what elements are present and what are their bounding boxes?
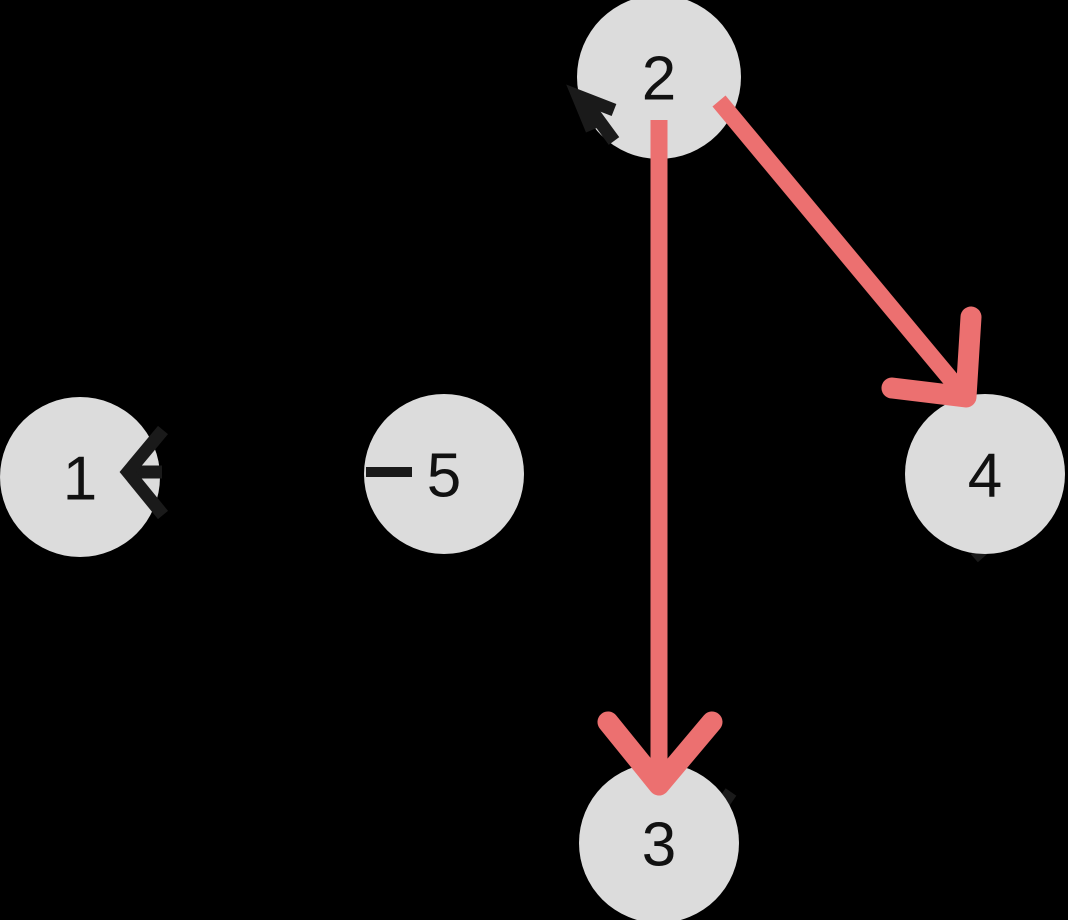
edge-arrow-into-1 — [119, 425, 169, 520]
arrowhead-edge-2-3 — [597, 711, 723, 796]
edge-2-4[interactable] — [712, 95, 982, 408]
node-circle-5[interactable] — [364, 394, 524, 554]
arrowhead-out-node-2 — [566, 84, 617, 133]
edge-shaft — [712, 95, 970, 400]
node-label-group: 1 2 3 4 5 — [63, 45, 1002, 880]
node-circle-1[interactable] — [0, 397, 160, 557]
node-circle-4[interactable] — [905, 394, 1065, 554]
node-circle-3[interactable] — [579, 763, 739, 920]
node-label-2: 2 — [642, 45, 676, 114]
arrowhead-edge-2-4 — [881, 306, 982, 408]
node-label-4: 4 — [968, 442, 1002, 511]
node-circle-2[interactable] — [577, 0, 741, 159]
node-label-1: 1 — [63, 445, 97, 514]
edge-2-3[interactable] — [597, 120, 723, 796]
arrowhead-into-node-1 — [119, 425, 169, 520]
edge-arrow-out-2 — [566, 84, 620, 145]
node-label-5: 5 — [427, 442, 461, 511]
node-label-3: 3 — [642, 811, 676, 880]
